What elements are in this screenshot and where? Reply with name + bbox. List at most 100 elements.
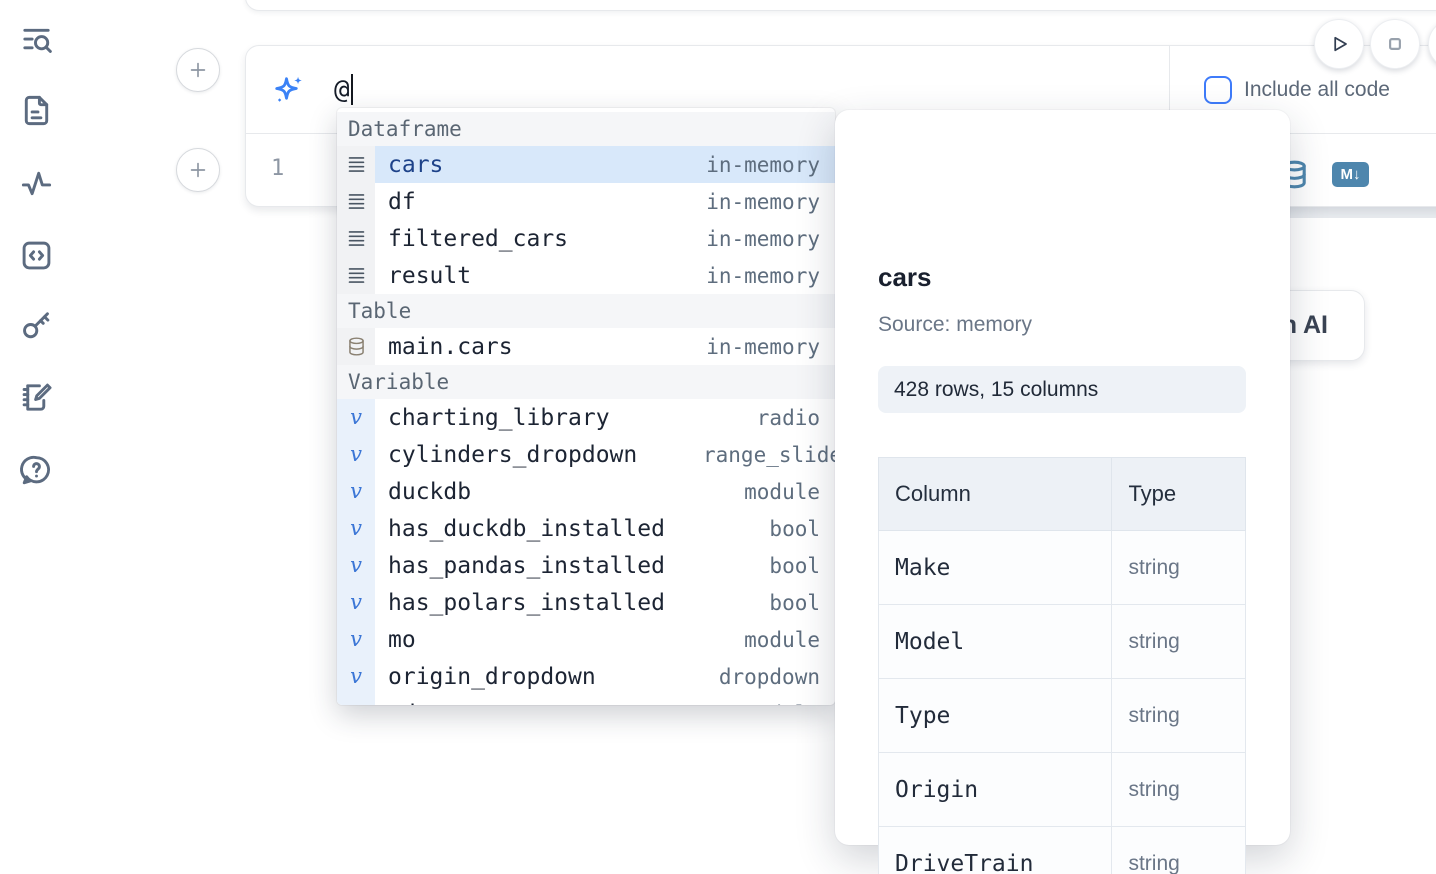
markdown-icon[interactable]: M↓	[1332, 162, 1369, 187]
item-name: df	[388, 188, 416, 215]
item-type: bool	[769, 590, 820, 615]
item-type: in-memory	[706, 152, 820, 177]
variable-icon: v	[337, 473, 375, 510]
autocomplete-item-filtered-cars[interactable]: filtered_cars in-memory	[337, 220, 835, 257]
left-sidebar	[0, 0, 72, 874]
section-header-dataframe: Dataframe	[337, 112, 835, 146]
item-name: cars	[388, 151, 444, 178]
code-box-icon[interactable]	[16, 235, 56, 275]
dataframe-icon	[337, 146, 375, 183]
autocomplete-item-df[interactable]: df in-memory	[337, 183, 835, 220]
shape-badge: 428 rows, 15 columns	[878, 366, 1246, 413]
cell-actions: M↓	[1279, 159, 1369, 190]
text-cursor	[350, 74, 353, 105]
activity-icon[interactable]	[16, 163, 56, 203]
item-name: charting_library	[388, 404, 610, 431]
item-name: filtered_cars	[388, 225, 569, 252]
include-all-code-checkbox[interactable]	[1204, 76, 1232, 104]
dataframe-icon	[337, 183, 375, 220]
item-type: dropdown	[718, 664, 820, 689]
ai-prompt-input[interactable]: @	[246, 46, 1170, 133]
autocomplete-item-cars[interactable]: cars in-memory	[337, 146, 835, 183]
preview-source: Source: memory	[878, 313, 1033, 336]
item-name: main.cars	[388, 333, 513, 360]
item-name: duckdb	[388, 478, 472, 505]
stop-cell-button[interactable]	[1370, 19, 1420, 69]
item-type: module	[744, 627, 820, 652]
item-type: module	[744, 479, 820, 504]
column-type: string	[1111, 530, 1246, 605]
item-type: in-memory	[706, 334, 820, 359]
item-type: range_slider	[703, 442, 835, 467]
schema-header-row: Column Type	[878, 457, 1246, 531]
column-type: string	[1111, 604, 1246, 679]
item-name: origin_dropdown	[388, 663, 596, 690]
variable-icon: v	[337, 547, 375, 584]
item-type: module	[744, 702, 835, 706]
column-type: string	[1111, 678, 1246, 753]
column-name: Origin	[878, 752, 1113, 827]
preview-title: cars	[878, 262, 932, 292]
schema-row: Make string	[878, 530, 1246, 605]
item-name: mo	[388, 626, 416, 653]
schema-table: Column Type Make string Model string Typ…	[878, 457, 1246, 874]
variable-icon: v	[337, 658, 375, 695]
item-name: has_pandas_installed	[388, 552, 665, 579]
section-header-variable: Variable	[337, 365, 835, 399]
item-type: in-memory	[706, 226, 820, 251]
plus-icon	[190, 62, 206, 78]
notebook-edit-icon[interactable]	[16, 377, 56, 417]
dataframe-icon	[337, 257, 375, 294]
column-name: Make	[878, 530, 1113, 605]
item-type: radio	[756, 405, 820, 430]
previous-cell-edge	[245, 0, 1436, 11]
help-chat-icon[interactable]	[16, 450, 56, 490]
autocomplete-item-duckdb[interactable]: v duckdb module	[337, 473, 835, 510]
item-type: in-memory	[706, 189, 820, 214]
column-type: string	[1111, 826, 1246, 874]
column-name: Type	[878, 678, 1113, 753]
item-name: has_polars_installed	[388, 589, 665, 616]
run-cell-button[interactable]	[1314, 19, 1364, 69]
variable-icon: v	[337, 399, 375, 436]
table-database-icon	[337, 328, 375, 365]
play-icon	[1334, 36, 1347, 52]
prompt-value: @	[334, 74, 350, 105]
section-header-table: Table	[337, 294, 835, 328]
autocomplete-item-main-cars[interactable]: main.cars in-memory	[337, 328, 835, 365]
dataframe-preview-panel: cars Source: memory 428 rows, 15 columns…	[835, 110, 1290, 874]
autocomplete-item-partial[interactable]: v pd module	[337, 695, 835, 705]
add-cell-button-top[interactable]	[176, 48, 220, 92]
code-editor-row[interactable]: 1 M↓	[246, 134, 1436, 207]
autocomplete-item-charting-library[interactable]: v charting_library radio	[337, 399, 835, 436]
variable-icon: v	[337, 621, 375, 658]
stop-icon	[1389, 38, 1401, 50]
schema-row: Type string	[878, 678, 1246, 753]
column-name: DriveTrain	[878, 826, 1113, 874]
item-type: bool	[769, 553, 820, 578]
column-name: Model	[878, 604, 1113, 679]
autocomplete-item-origin-dropdown[interactable]: v origin_dropdown dropdown	[337, 658, 835, 695]
autocomplete-item-mo[interactable]: v mo module	[337, 621, 835, 658]
item-name: pd	[388, 701, 416, 706]
column-type: string	[1111, 752, 1246, 827]
include-all-code-label[interactable]: Include all code	[1244, 78, 1390, 101]
dataframe-icon	[337, 220, 375, 257]
column-header: Column	[878, 457, 1113, 531]
autocomplete-item-has-pandas-installed[interactable]: v has_pandas_installed bool	[337, 547, 835, 584]
autocomplete-dropdown: Dataframe cars in-memory df in-memory filt…	[337, 108, 835, 705]
item-type: bool	[769, 516, 820, 541]
key-icon[interactable]	[16, 305, 56, 345]
list-search-icon[interactable]	[16, 20, 56, 60]
schema-row: DriveTrain string	[878, 826, 1246, 874]
schema-table-wrap: Column Type Make string Model string Typ…	[878, 457, 1246, 874]
add-cell-button-bottom[interactable]	[176, 148, 220, 192]
file-text-icon[interactable]	[16, 90, 56, 130]
include-all-code-control: Include all code	[1204, 46, 1390, 134]
variable-icon: v	[337, 695, 375, 705]
